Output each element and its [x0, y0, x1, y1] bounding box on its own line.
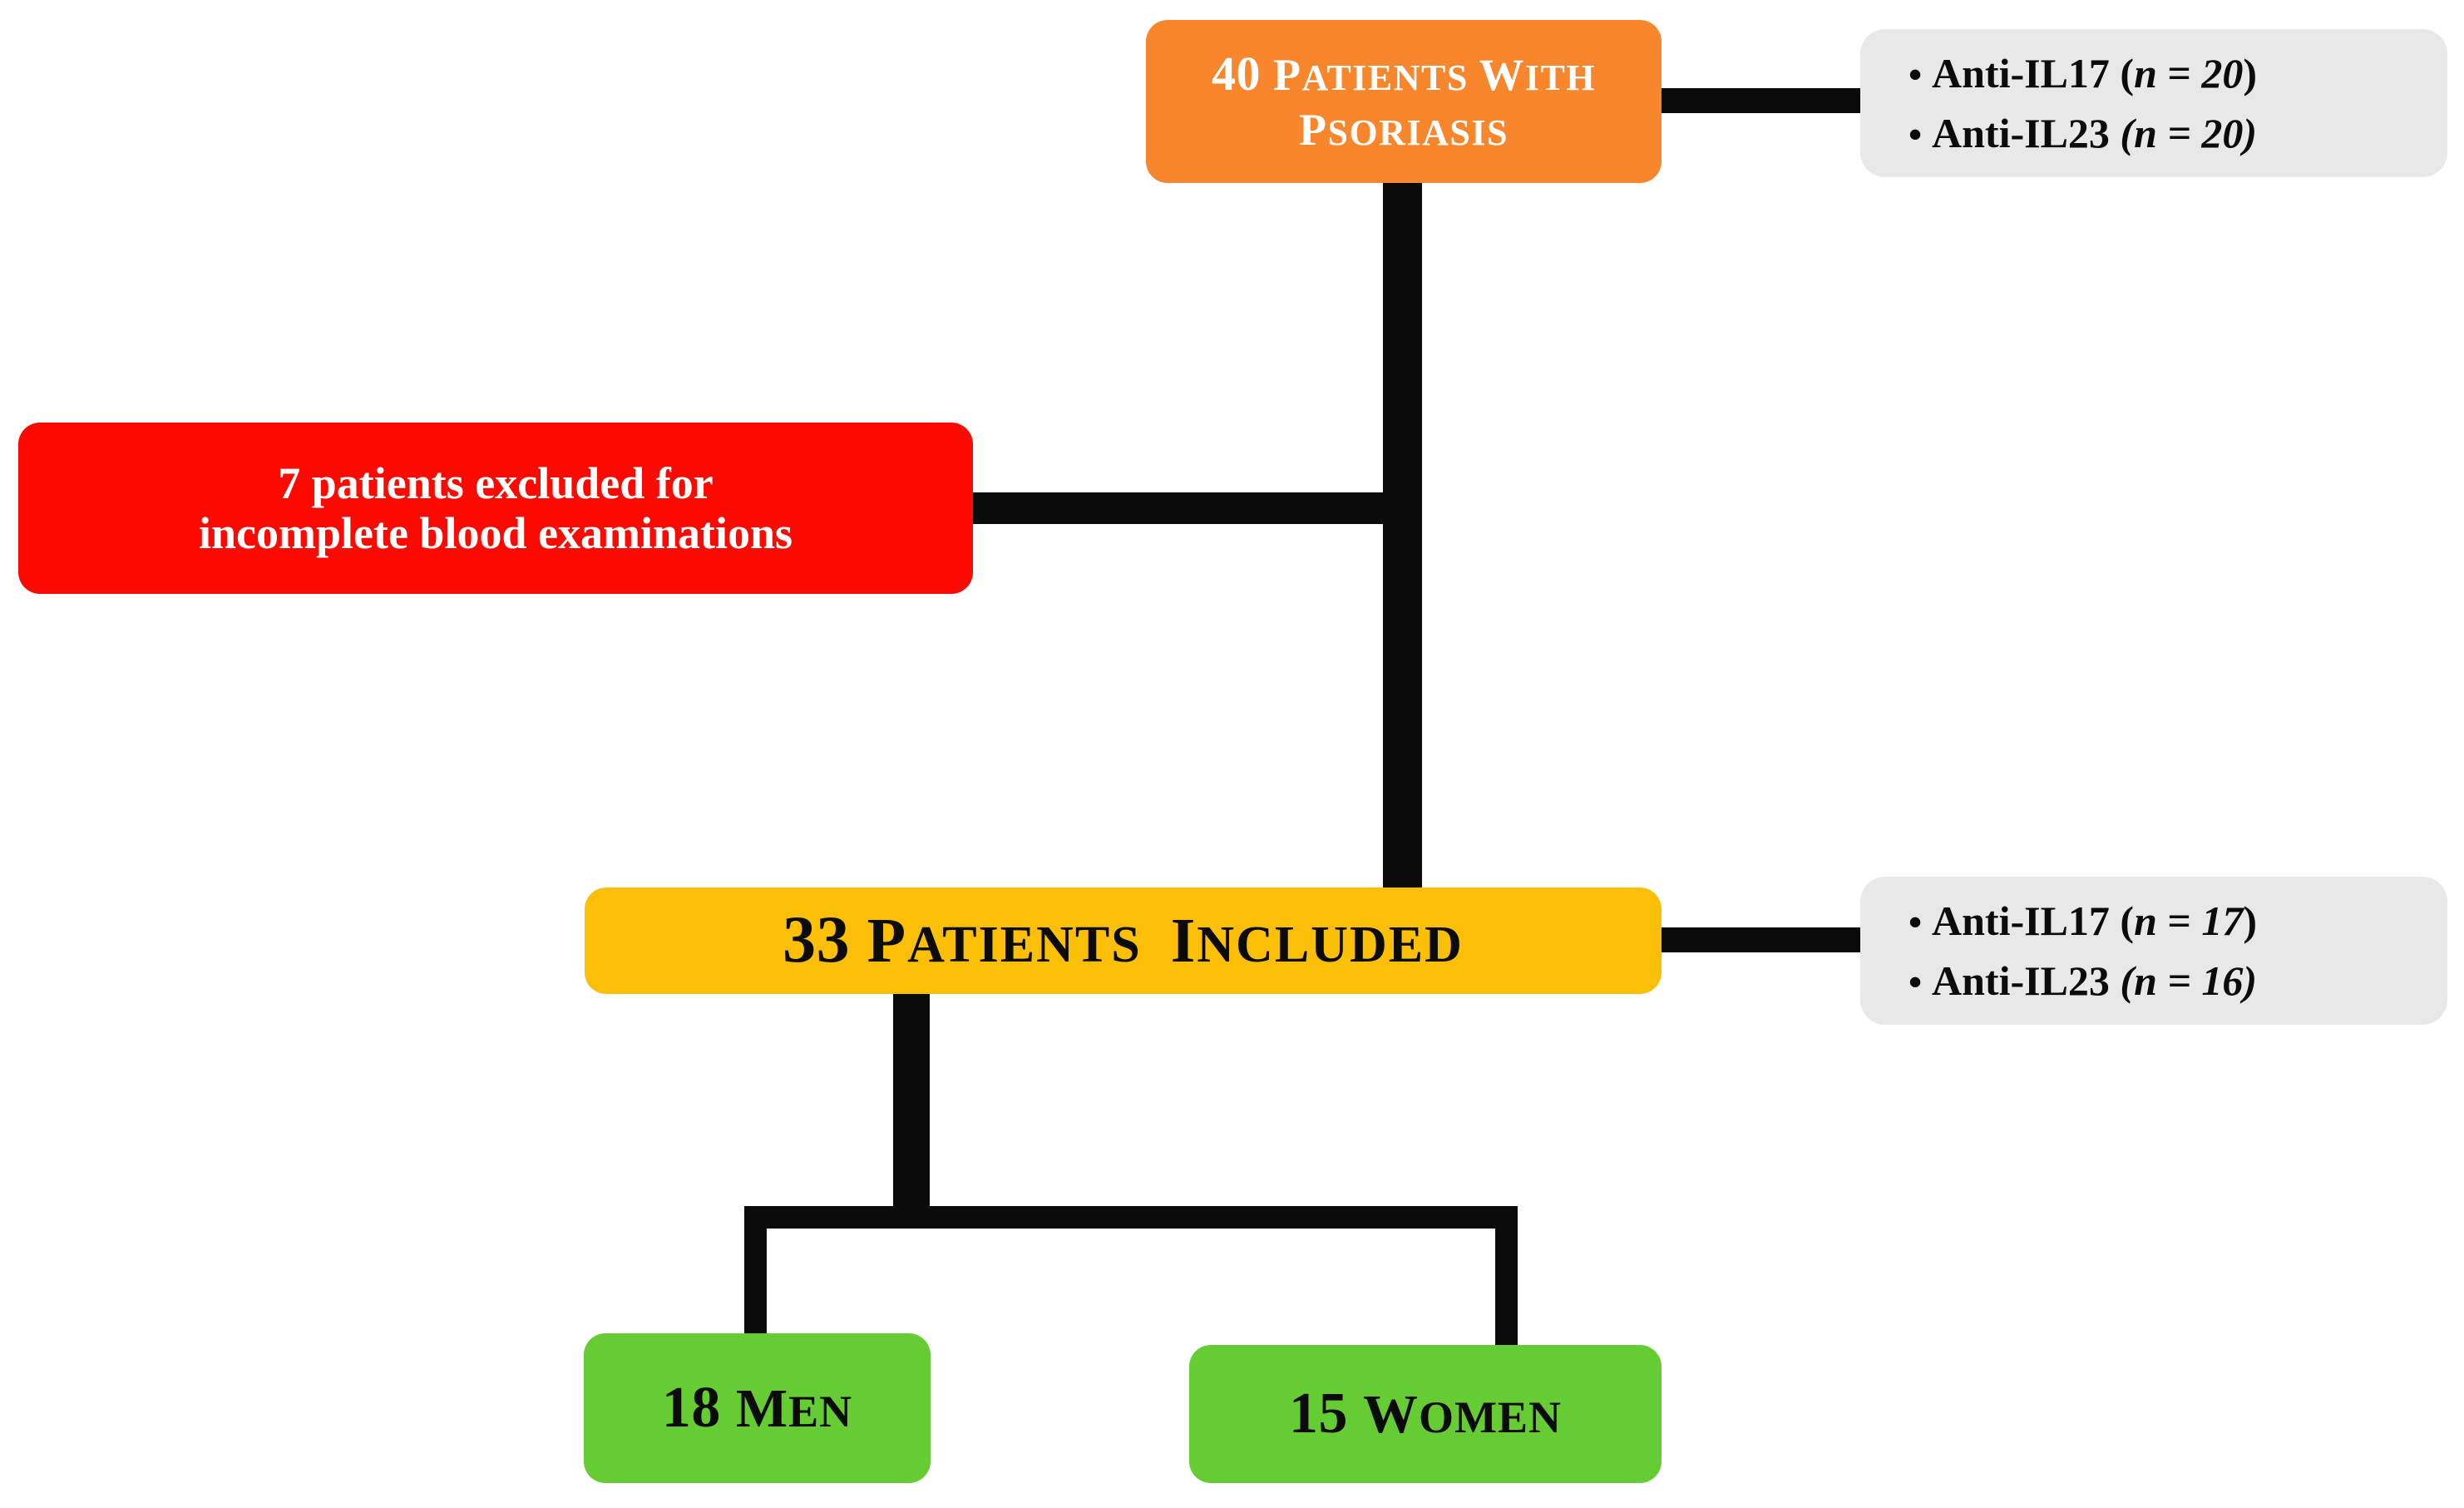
bullet-icon: • [1908, 53, 1923, 96]
included-text: 33 PATIENTS INCLUDED [783, 903, 1464, 977]
connector-included-to-treatment [1655, 927, 1864, 952]
list-item: • Anti-IL17 (n = 20) [1899, 50, 2447, 96]
men-text: 18 MEN [661, 1375, 853, 1440]
list-item: • Anti-IL17 (n = 17) [1899, 897, 2447, 944]
bullet-icon: • [1908, 113, 1923, 156]
node-women[interactable]: 15 WOMEN [1189, 1345, 1662, 1483]
node-treatment-included[interactable]: • Anti-IL17 (n = 17) • Anti-IL23 (n = 16… [1860, 877, 2447, 1025]
connector-excluded-branch [965, 492, 1405, 524]
node-excluded-patients[interactable]: 7 patients excluded for incomplete blood… [18, 423, 973, 594]
treatment-enrolled-list: • Anti-IL17 (n = 20) • Anti-IL23 (n = 20… [1860, 37, 2447, 170]
bullet-icon: • [1908, 961, 1923, 1003]
node-enrolled-line2: PSORIASIS [1299, 105, 1509, 156]
list-item: • Anti-IL23 (n = 16) [1899, 957, 2447, 1004]
node-men[interactable]: 18 MEN [584, 1333, 931, 1483]
treatment-label: Anti-IL17 (n = 17) [1932, 897, 2258, 944]
connector-included-trunk [893, 994, 930, 1212]
excluded-line1: 7 patients excluded for [278, 457, 714, 508]
treatment-label: Anti-IL23 (n = 20) [1932, 110, 2258, 156]
treatment-label: Anti-IL17 (n = 20) [1932, 50, 2258, 96]
women-text: 15 WOMEN [1289, 1381, 1562, 1446]
excluded-line2: incomplete blood examinations [198, 508, 793, 558]
connector-drop-women [1495, 1206, 1518, 1352]
node-enrolled-patients[interactable]: 40 PATIENTS WITH PSORIASIS [1146, 20, 1662, 183]
connector-drop-men [744, 1206, 767, 1342]
node-enrolled-line1: 40 PATIENTS WITH [1211, 47, 1597, 101]
list-item: • Anti-IL23 (n = 20) [1899, 110, 2447, 156]
bullet-icon: • [1908, 901, 1923, 943]
treatment-included-list: • Anti-IL17 (n = 17) • Anti-IL23 (n = 16… [1860, 884, 2447, 1017]
node-treatment-enrolled[interactable]: • Anti-IL17 (n = 20) • Anti-IL23 (n = 20… [1860, 29, 2447, 177]
connector-trunk-main [1383, 178, 1422, 893]
treatment-label: Anti-IL23 (n = 16) [1932, 957, 2258, 1004]
connector-sex-split-bar [744, 1206, 1518, 1229]
connector-enrolled-to-treatment [1655, 88, 1864, 113]
node-included-patients[interactable]: 33 PATIENTS INCLUDED [585, 887, 1662, 994]
